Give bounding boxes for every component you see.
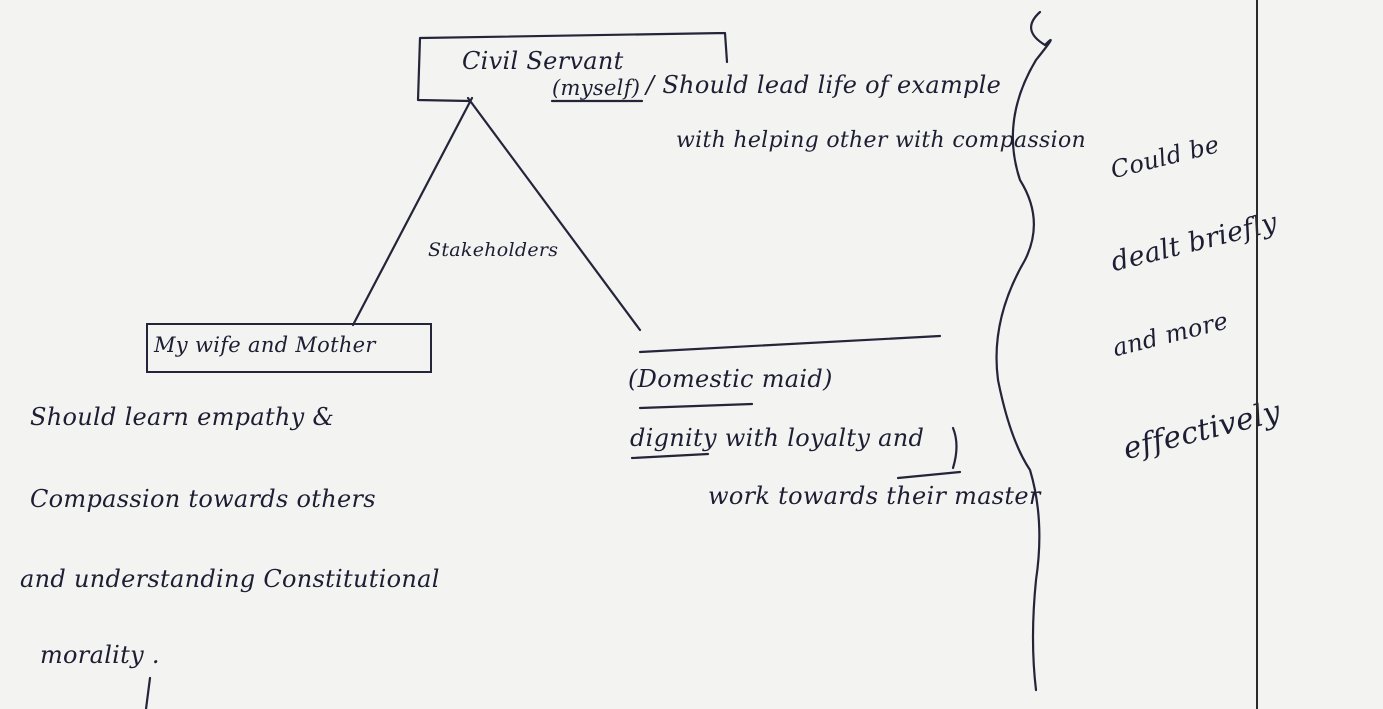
stakeholder-triangle <box>351 96 642 332</box>
loyalty-bracket <box>951 426 958 470</box>
right-node: (Domestic maid) <box>628 365 833 393</box>
left-note-line4: morality . <box>40 641 160 669</box>
right-note-line1: dignity with loyalty and <box>630 424 925 452</box>
examiner-curve <box>995 10 1052 692</box>
master-scribble <box>896 470 962 480</box>
top-note-line1: / Should lead life of example <box>646 71 1002 99</box>
domestic-underline <box>638 402 754 410</box>
pen-tick <box>144 676 152 709</box>
left-node-box <box>146 323 432 373</box>
left-note-line1: Should learn empathy & <box>30 403 335 431</box>
top-node-subtitle: (myself) <box>552 76 641 100</box>
dignity-underline <box>630 452 710 460</box>
margin-line <box>1256 0 1258 709</box>
center-label: Stakeholders <box>428 239 559 261</box>
top-node-title: Civil Servant <box>462 47 624 75</box>
left-node: My wife and Mother <box>154 333 376 357</box>
top-node-box <box>416 31 729 103</box>
right-note-line2: work towards their master <box>708 482 1041 510</box>
top-note-line2: with helping other with compassion <box>676 128 1086 153</box>
left-note-line3: and understanding Constitutional <box>20 565 440 593</box>
maid-overline <box>638 334 942 354</box>
left-note-line2: Compassion towards others <box>30 485 376 513</box>
